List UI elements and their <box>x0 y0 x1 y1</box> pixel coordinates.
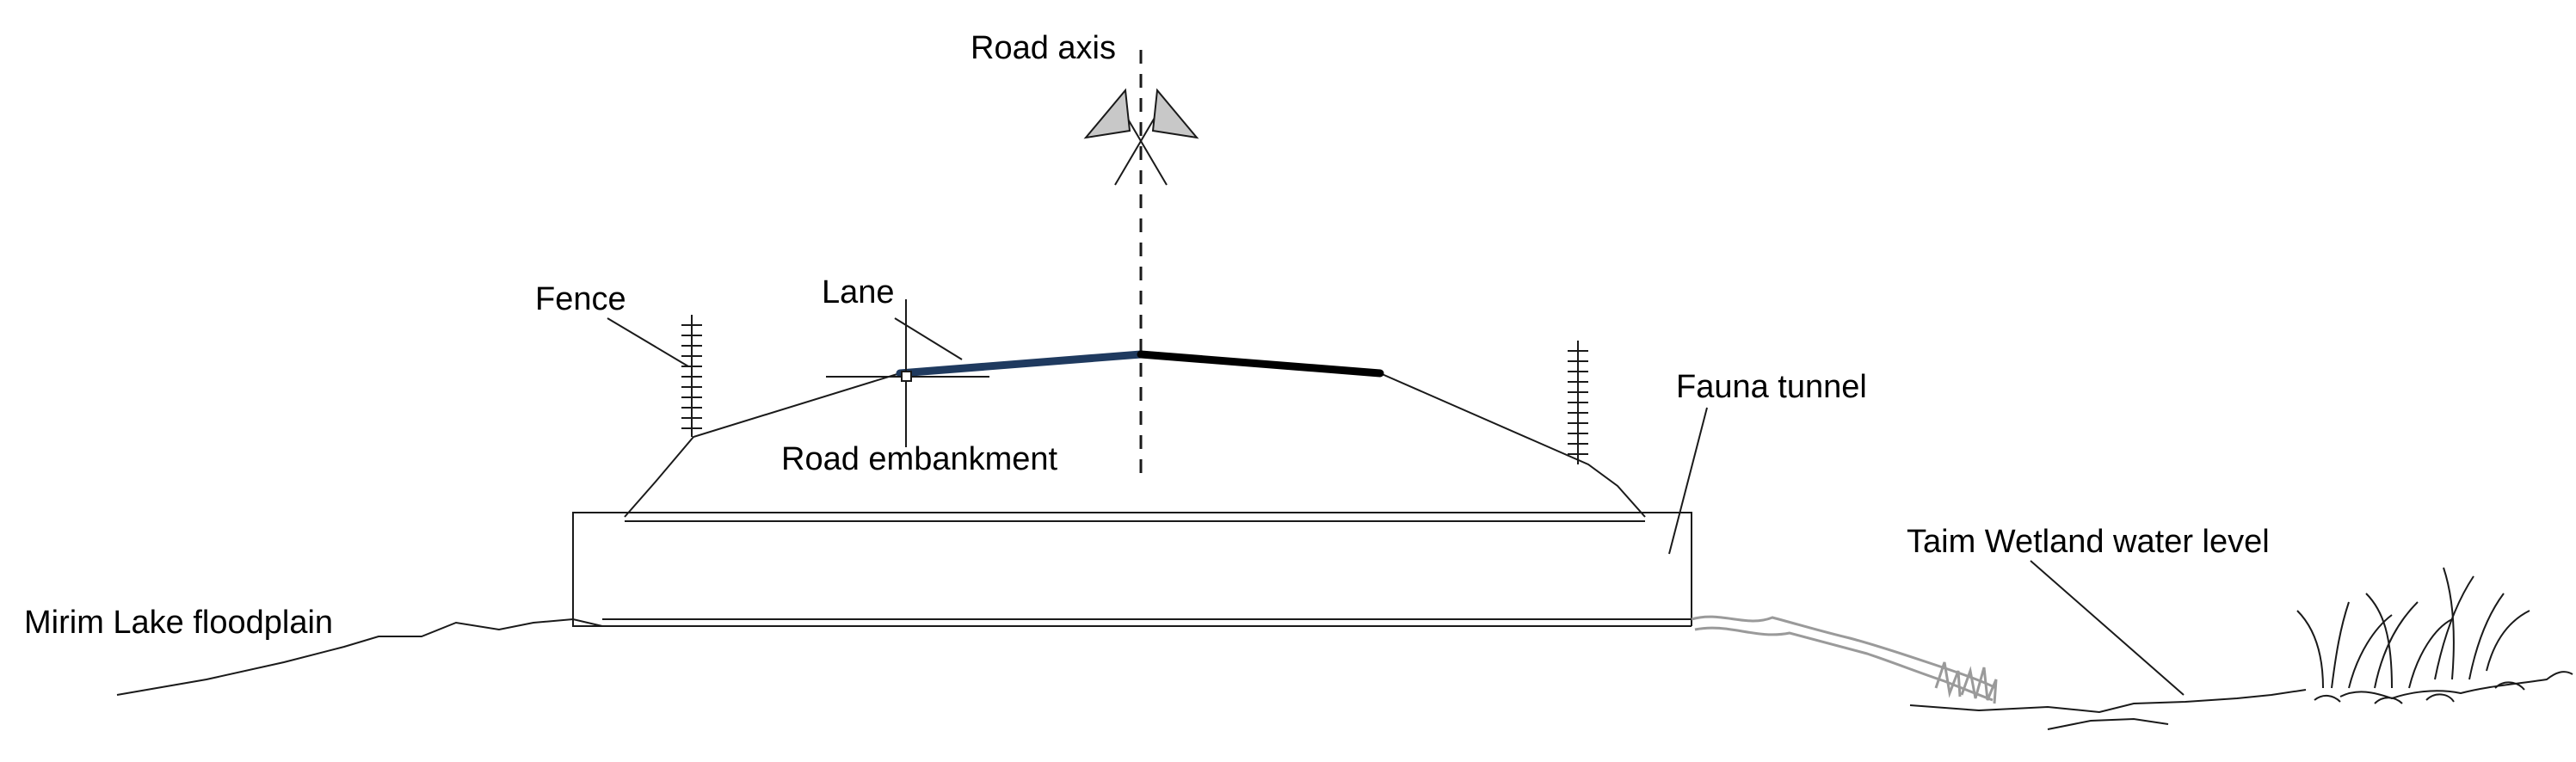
ground-right-under <box>2047 717 2169 730</box>
fauna-tunnel-leader <box>1668 407 1708 555</box>
lane-right-half <box>1137 350 1384 378</box>
lane-left-half <box>896 350 1145 378</box>
fence-right <box>1568 341 1588 464</box>
flag-right <box>1151 88 1199 139</box>
embankment-right-slope <box>1379 372 1646 518</box>
fence-leader <box>607 317 689 367</box>
fauna-tunnel-label: Fauna tunnel <box>1676 369 1867 405</box>
lane-label: Lane <box>822 274 895 310</box>
road-embankment-label: Road embankment <box>781 441 1058 477</box>
vegetation-grass <box>1691 615 1998 704</box>
mirim-lake-label: Mirim Lake floodplain <box>24 605 333 641</box>
fauna-tunnel <box>572 512 1692 627</box>
taim-wetland-leader <box>2030 560 2185 696</box>
lane-leader <box>894 317 963 360</box>
embankment-left-slope <box>624 372 901 518</box>
flag-left <box>1083 88 1131 139</box>
fence-left <box>681 315 702 437</box>
wetland-reeds <box>2296 567 2573 704</box>
taim-wetland-label: Taim Wetland water level <box>1907 524 2270 560</box>
road-axis-flags <box>1083 88 1199 186</box>
fence-label: Fence <box>535 281 626 317</box>
road-axis-label: Road axis <box>971 30 1116 66</box>
ground-left <box>116 618 603 696</box>
ground-right <box>1909 689 2307 714</box>
cross-marker <box>826 299 989 447</box>
